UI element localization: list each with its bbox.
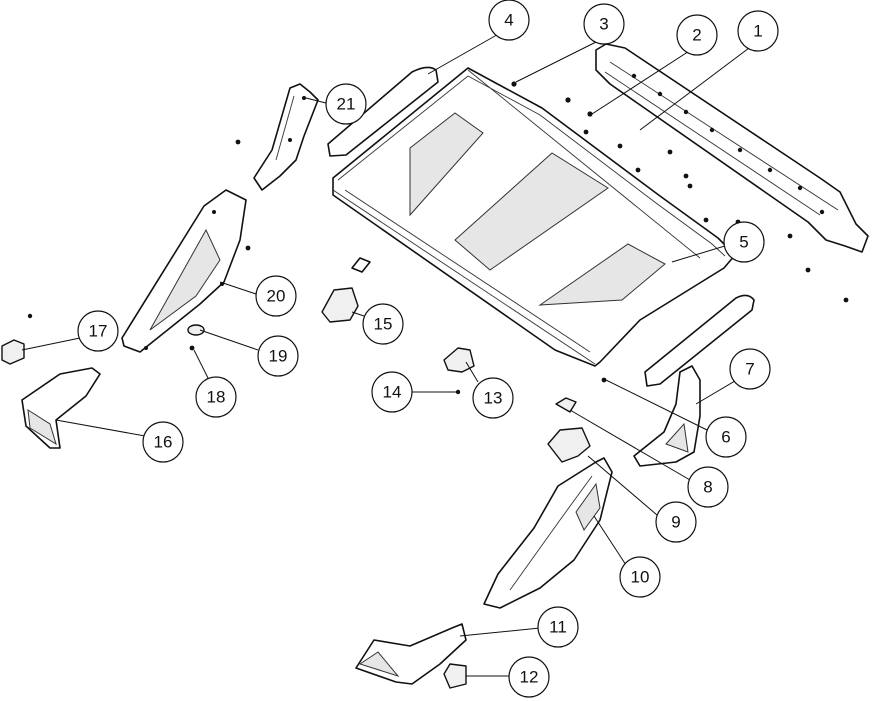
callout-number: 13 — [484, 389, 503, 408]
part-6-trim-strip — [644, 294, 755, 387]
part-10-lower-pillar — [483, 457, 613, 609]
part-7-pillar-bracket — [633, 365, 701, 467]
part-4-trim-strip — [327, 66, 439, 157]
callout-18: 18 — [195, 376, 237, 418]
callout-3: 3 — [583, 3, 625, 45]
callout-10: 10 — [619, 556, 661, 598]
part-9-bracket — [547, 427, 591, 463]
fastener-screws — [27, 81, 849, 395]
callout-circle — [142, 421, 184, 463]
callout-number: 7 — [745, 360, 754, 379]
callout-number: 12 — [520, 668, 539, 687]
callout-11: 11 — [537, 606, 579, 648]
callout-number: 9 — [671, 513, 680, 532]
callout-circle — [488, 0, 530, 41]
part-15-bracket — [321, 257, 371, 323]
callout-circle — [371, 371, 413, 413]
callout-number: 15 — [374, 315, 393, 334]
callout-number: 8 — [703, 478, 712, 497]
callout-circle — [729, 348, 771, 390]
callout-number: 14 — [383, 383, 402, 402]
part-19-grommet — [187, 324, 205, 336]
callout-1: 1 — [737, 10, 779, 52]
callout-circle — [362, 303, 404, 345]
part-8-clip — [555, 397, 577, 413]
callout-circle — [325, 83, 367, 125]
part-21-pillar-bracket — [253, 83, 319, 191]
callout-12: 12 — [508, 656, 550, 698]
part-12-clip — [443, 663, 467, 689]
callout-6: 6 — [705, 416, 747, 458]
part-13-bracket — [443, 347, 475, 373]
callout-20: 20 — [255, 275, 297, 317]
callout-number: 11 — [549, 618, 567, 637]
callout-number: 17 — [89, 322, 108, 341]
callout-5: 5 — [723, 221, 765, 263]
callout-circle — [687, 466, 729, 508]
callout-circle — [472, 377, 514, 419]
part-5-roof-panel — [332, 67, 736, 367]
callout-number: 18 — [207, 388, 226, 407]
callout-14: 14 — [371, 371, 413, 413]
callout-circle — [255, 275, 297, 317]
callout-number: 6 — [721, 428, 730, 447]
callout-9: 9 — [655, 501, 697, 543]
part-11-kick-panel — [355, 623, 467, 685]
leader-lines — [21, 31, 758, 677]
callout-circle — [676, 14, 718, 56]
callout-19: 19 — [257, 335, 299, 377]
callout-2: 2 — [676, 14, 718, 56]
callout-circle — [655, 501, 697, 543]
callout-number: 10 — [631, 568, 650, 587]
callout-circle — [583, 3, 625, 45]
callout-number: 4 — [504, 11, 513, 30]
part-1-header-rail — [595, 43, 869, 253]
callout-circle — [195, 376, 237, 418]
callout-7: 7 — [729, 348, 771, 390]
part-17-clip — [1, 339, 25, 365]
callout-13: 13 — [472, 377, 514, 419]
callout-circle — [537, 606, 579, 648]
part-20-left-pillar — [121, 189, 247, 353]
callout-circle — [723, 221, 765, 263]
callout-number: 3 — [599, 15, 608, 34]
callout-number: 2 — [692, 26, 701, 45]
callout-17: 17 — [77, 310, 119, 352]
callout-number: 16 — [154, 433, 173, 452]
callout-16: 16 — [142, 421, 184, 463]
part-16-kick-panel — [21, 367, 101, 449]
callout-4: 4 — [488, 0, 530, 41]
callout-number: 5 — [739, 233, 748, 252]
callout-circle — [257, 335, 299, 377]
callout-15: 15 — [362, 303, 404, 345]
callout-21: 21 — [325, 83, 367, 125]
callout-circle — [619, 556, 661, 598]
callout-circle — [737, 10, 779, 52]
callout-circle — [77, 310, 119, 352]
callout-number: 19 — [269, 347, 288, 366]
callout-number: 21 — [337, 95, 356, 114]
callout-circle — [508, 656, 550, 698]
callout-number: 20 — [267, 287, 286, 306]
callout-circle — [705, 416, 747, 458]
callout-8: 8 — [687, 466, 729, 508]
callout-number: 1 — [753, 22, 762, 41]
